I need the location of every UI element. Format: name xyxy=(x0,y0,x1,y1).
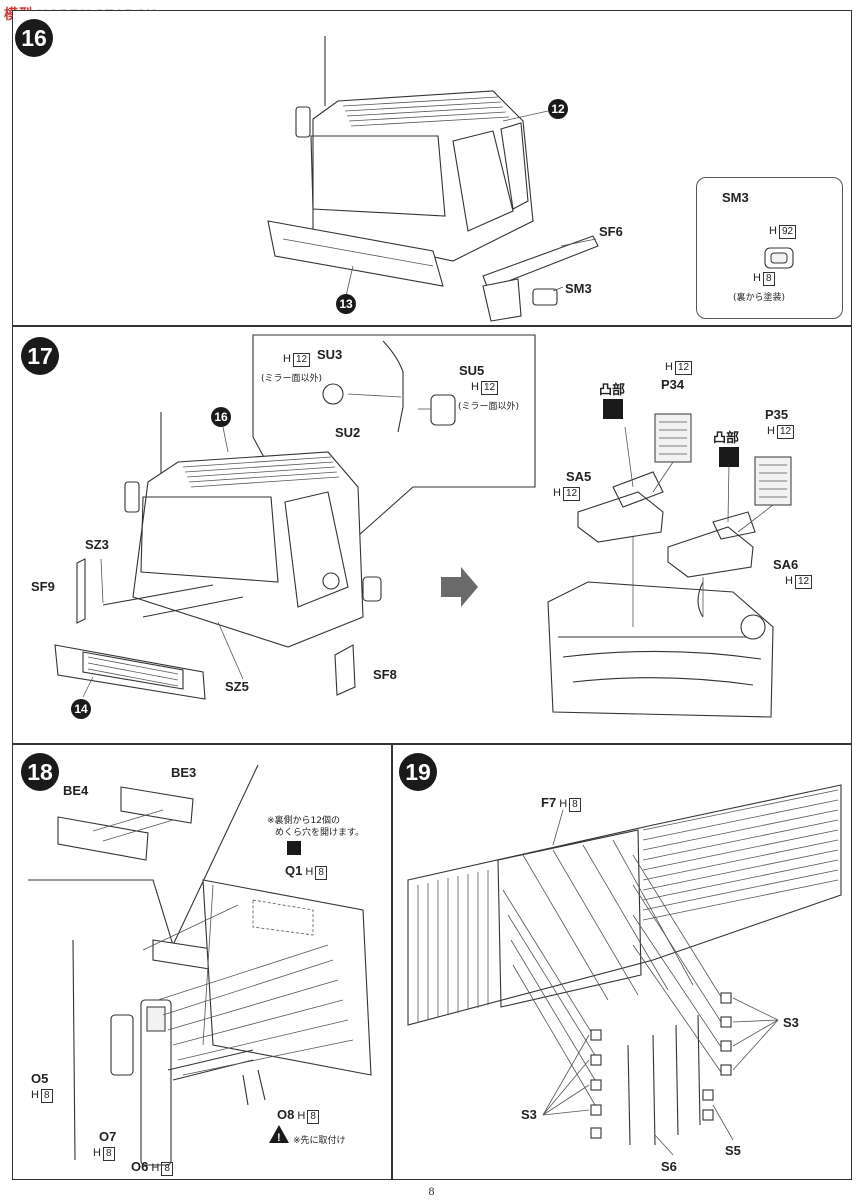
note-holes-1: ※裏側から12個の xyxy=(267,816,340,826)
label-totsu2: 凸部 xyxy=(713,430,740,445)
label-p34: P34 xyxy=(661,377,685,392)
step19-illustration xyxy=(407,784,842,1156)
note-su3: (ミラー面以外) xyxy=(261,374,323,384)
note-attach-first: ※先に取付け xyxy=(293,1136,346,1146)
label-s6: S6 xyxy=(661,1159,677,1174)
page-number: 8 xyxy=(428,1184,435,1198)
label-sa6: SA6 xyxy=(773,557,799,572)
proceed-arrow xyxy=(441,567,478,607)
step19-panel: 19 xyxy=(392,744,852,1180)
totsu-mark-icon-2 xyxy=(719,447,739,467)
label-sf8: SF8 xyxy=(373,667,397,682)
totsu-mark-icon-1 xyxy=(603,399,623,419)
step16-cab-illustration xyxy=(267,36,599,322)
label-sf9: SF9 xyxy=(31,579,55,594)
label-s3-left: S3 xyxy=(521,1107,537,1122)
warning-icon xyxy=(269,1125,289,1143)
step18-illustration: ! xyxy=(28,764,372,1166)
step18-number: 18 xyxy=(21,753,59,791)
label-sz3: SZ3 xyxy=(85,537,109,552)
step18-panel: 18 ! BE4 BE xyxy=(12,744,392,1180)
step17-panel: 17 xyxy=(12,326,852,744)
label-be4: BE4 xyxy=(63,783,89,798)
inset-title: SM3 xyxy=(722,190,749,205)
label-s3-right: S3 xyxy=(783,1015,799,1030)
label-su5: SU5 xyxy=(459,363,485,378)
label-sz5: SZ5 xyxy=(225,679,249,694)
step16-callout-12: 12 xyxy=(548,99,568,119)
label-be3: BE3 xyxy=(171,765,197,780)
label-o5: O5 xyxy=(31,1071,49,1086)
step17-number: 17 xyxy=(21,337,59,375)
step16-label-sm3: SM3 xyxy=(565,281,592,296)
step17-callout-16: 16 xyxy=(211,407,231,427)
label-su3: SU3 xyxy=(317,347,343,362)
label-s5: S5 xyxy=(725,1143,741,1158)
label-sa5: SA5 xyxy=(566,469,592,484)
inset-note: (裏から塗装) xyxy=(733,293,786,303)
step16-callout-13: 13 xyxy=(336,294,356,314)
label-su2: SU2 xyxy=(335,425,361,440)
svg-text:!: ! xyxy=(277,1132,281,1144)
step17-illustration xyxy=(54,334,792,718)
note-su5: (ミラー面以外) xyxy=(458,402,520,412)
drill-icon xyxy=(287,841,301,855)
step16-number: 16 xyxy=(15,19,53,57)
label-totsu1: 凸部 xyxy=(599,382,626,397)
step17-callout-14: 14 xyxy=(71,699,91,719)
note-holes-2: めくら穴を開けます。 xyxy=(275,828,365,838)
label-p35: P35 xyxy=(765,407,789,422)
label-o7: O7 xyxy=(99,1129,117,1144)
step19-number: 19 xyxy=(399,753,437,791)
step16-label-sf6: SF6 xyxy=(599,224,623,239)
sm3-part-icon xyxy=(764,247,794,269)
step16-panel: 16 12 13 SF6 SM3 xyxy=(12,10,852,326)
